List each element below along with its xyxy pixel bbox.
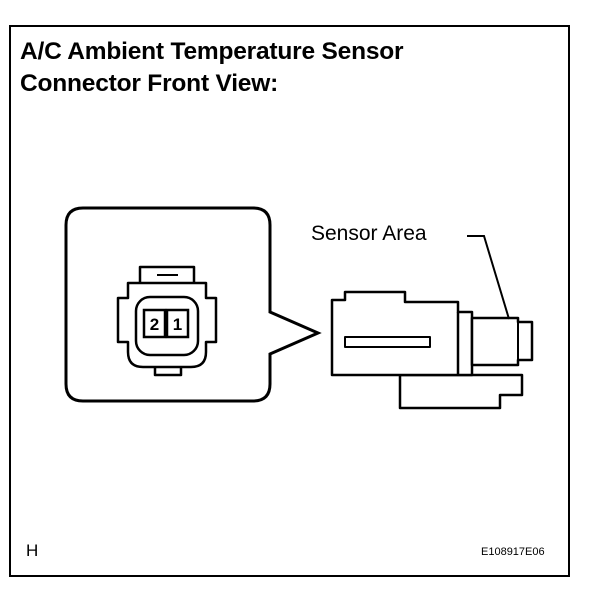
sensor-area-leader (467, 235, 510, 320)
pin-1-number: 1 (173, 315, 182, 334)
connector-pins: 2 1 (142, 308, 190, 339)
sensor-tip (470, 316, 534, 367)
sensor-side-view (330, 290, 534, 410)
connector-cavity (134, 295, 200, 357)
callout-bubble (64, 206, 322, 403)
diagram-title: A/C Ambient Temperature Sensor Connector… (20, 36, 404, 100)
sensor-slot (344, 336, 431, 348)
pin-2-cell (142, 308, 167, 339)
connector-housing (116, 281, 218, 369)
connector-front-view (116, 265, 218, 377)
figure-code-left: H (26, 541, 39, 560)
pin-2-number: 2 (150, 315, 159, 334)
pin-1-cell (165, 308, 190, 339)
sensor-body (330, 290, 474, 377)
title-line-2: Connector Front View: (20, 70, 279, 97)
sensor-area-label: Sensor Area (311, 222, 427, 245)
connector-latch (138, 265, 196, 283)
sensor-bracket (398, 373, 524, 410)
title-line-1: A/C Ambient Temperature Sensor (20, 38, 404, 65)
figure-id: E108917E06 (481, 546, 545, 558)
